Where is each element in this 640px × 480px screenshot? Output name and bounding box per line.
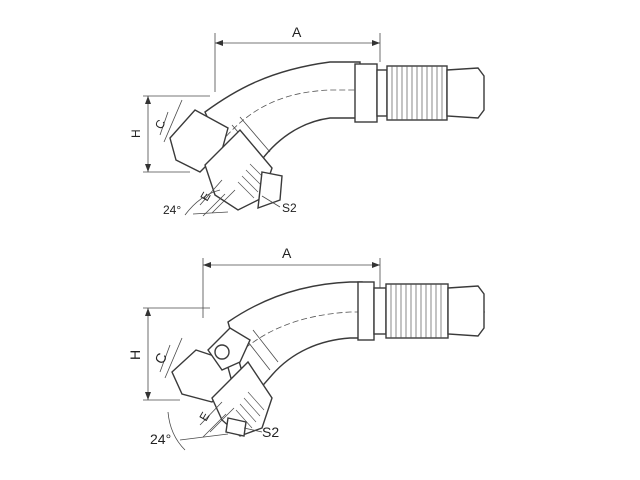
bottom-label-A: A — [282, 245, 292, 261]
top-leader-S2: S2 — [261, 195, 297, 215]
bottom-angle-24: 24° — [150, 411, 229, 451]
top-label-C: C — [152, 117, 168, 131]
top-label-E: E — [197, 190, 213, 204]
bottom-dimension-H: H — [127, 307, 210, 401]
top-hose-tail — [354, 63, 485, 123]
bottom-label-E: E — [196, 410, 212, 424]
top-dimension-H: H — [129, 95, 210, 173]
top-nut — [169, 109, 283, 211]
bottom-leader-S2: S2 — [243, 424, 279, 440]
bottom-fitting: A H C — [127, 245, 485, 451]
top-label-H: H — [129, 129, 143, 138]
bottom-hose-tail — [357, 281, 485, 341]
bottom-nut — [171, 327, 273, 437]
bottom-label-angle: 24° — [150, 431, 171, 447]
top-angle-24: 24° — [163, 189, 229, 217]
bottom-dimension-A: A — [202, 245, 381, 318]
top-label-S2: S2 — [282, 201, 297, 215]
bottom-label-S2: S2 — [262, 424, 279, 440]
top-label-angle: 24° — [163, 203, 181, 217]
top-label-A: A — [292, 24, 302, 40]
top-dimension-A: A — [214, 24, 381, 92]
bottom-label-H: H — [127, 350, 143, 360]
top-fitting: A H C — [129, 24, 485, 217]
